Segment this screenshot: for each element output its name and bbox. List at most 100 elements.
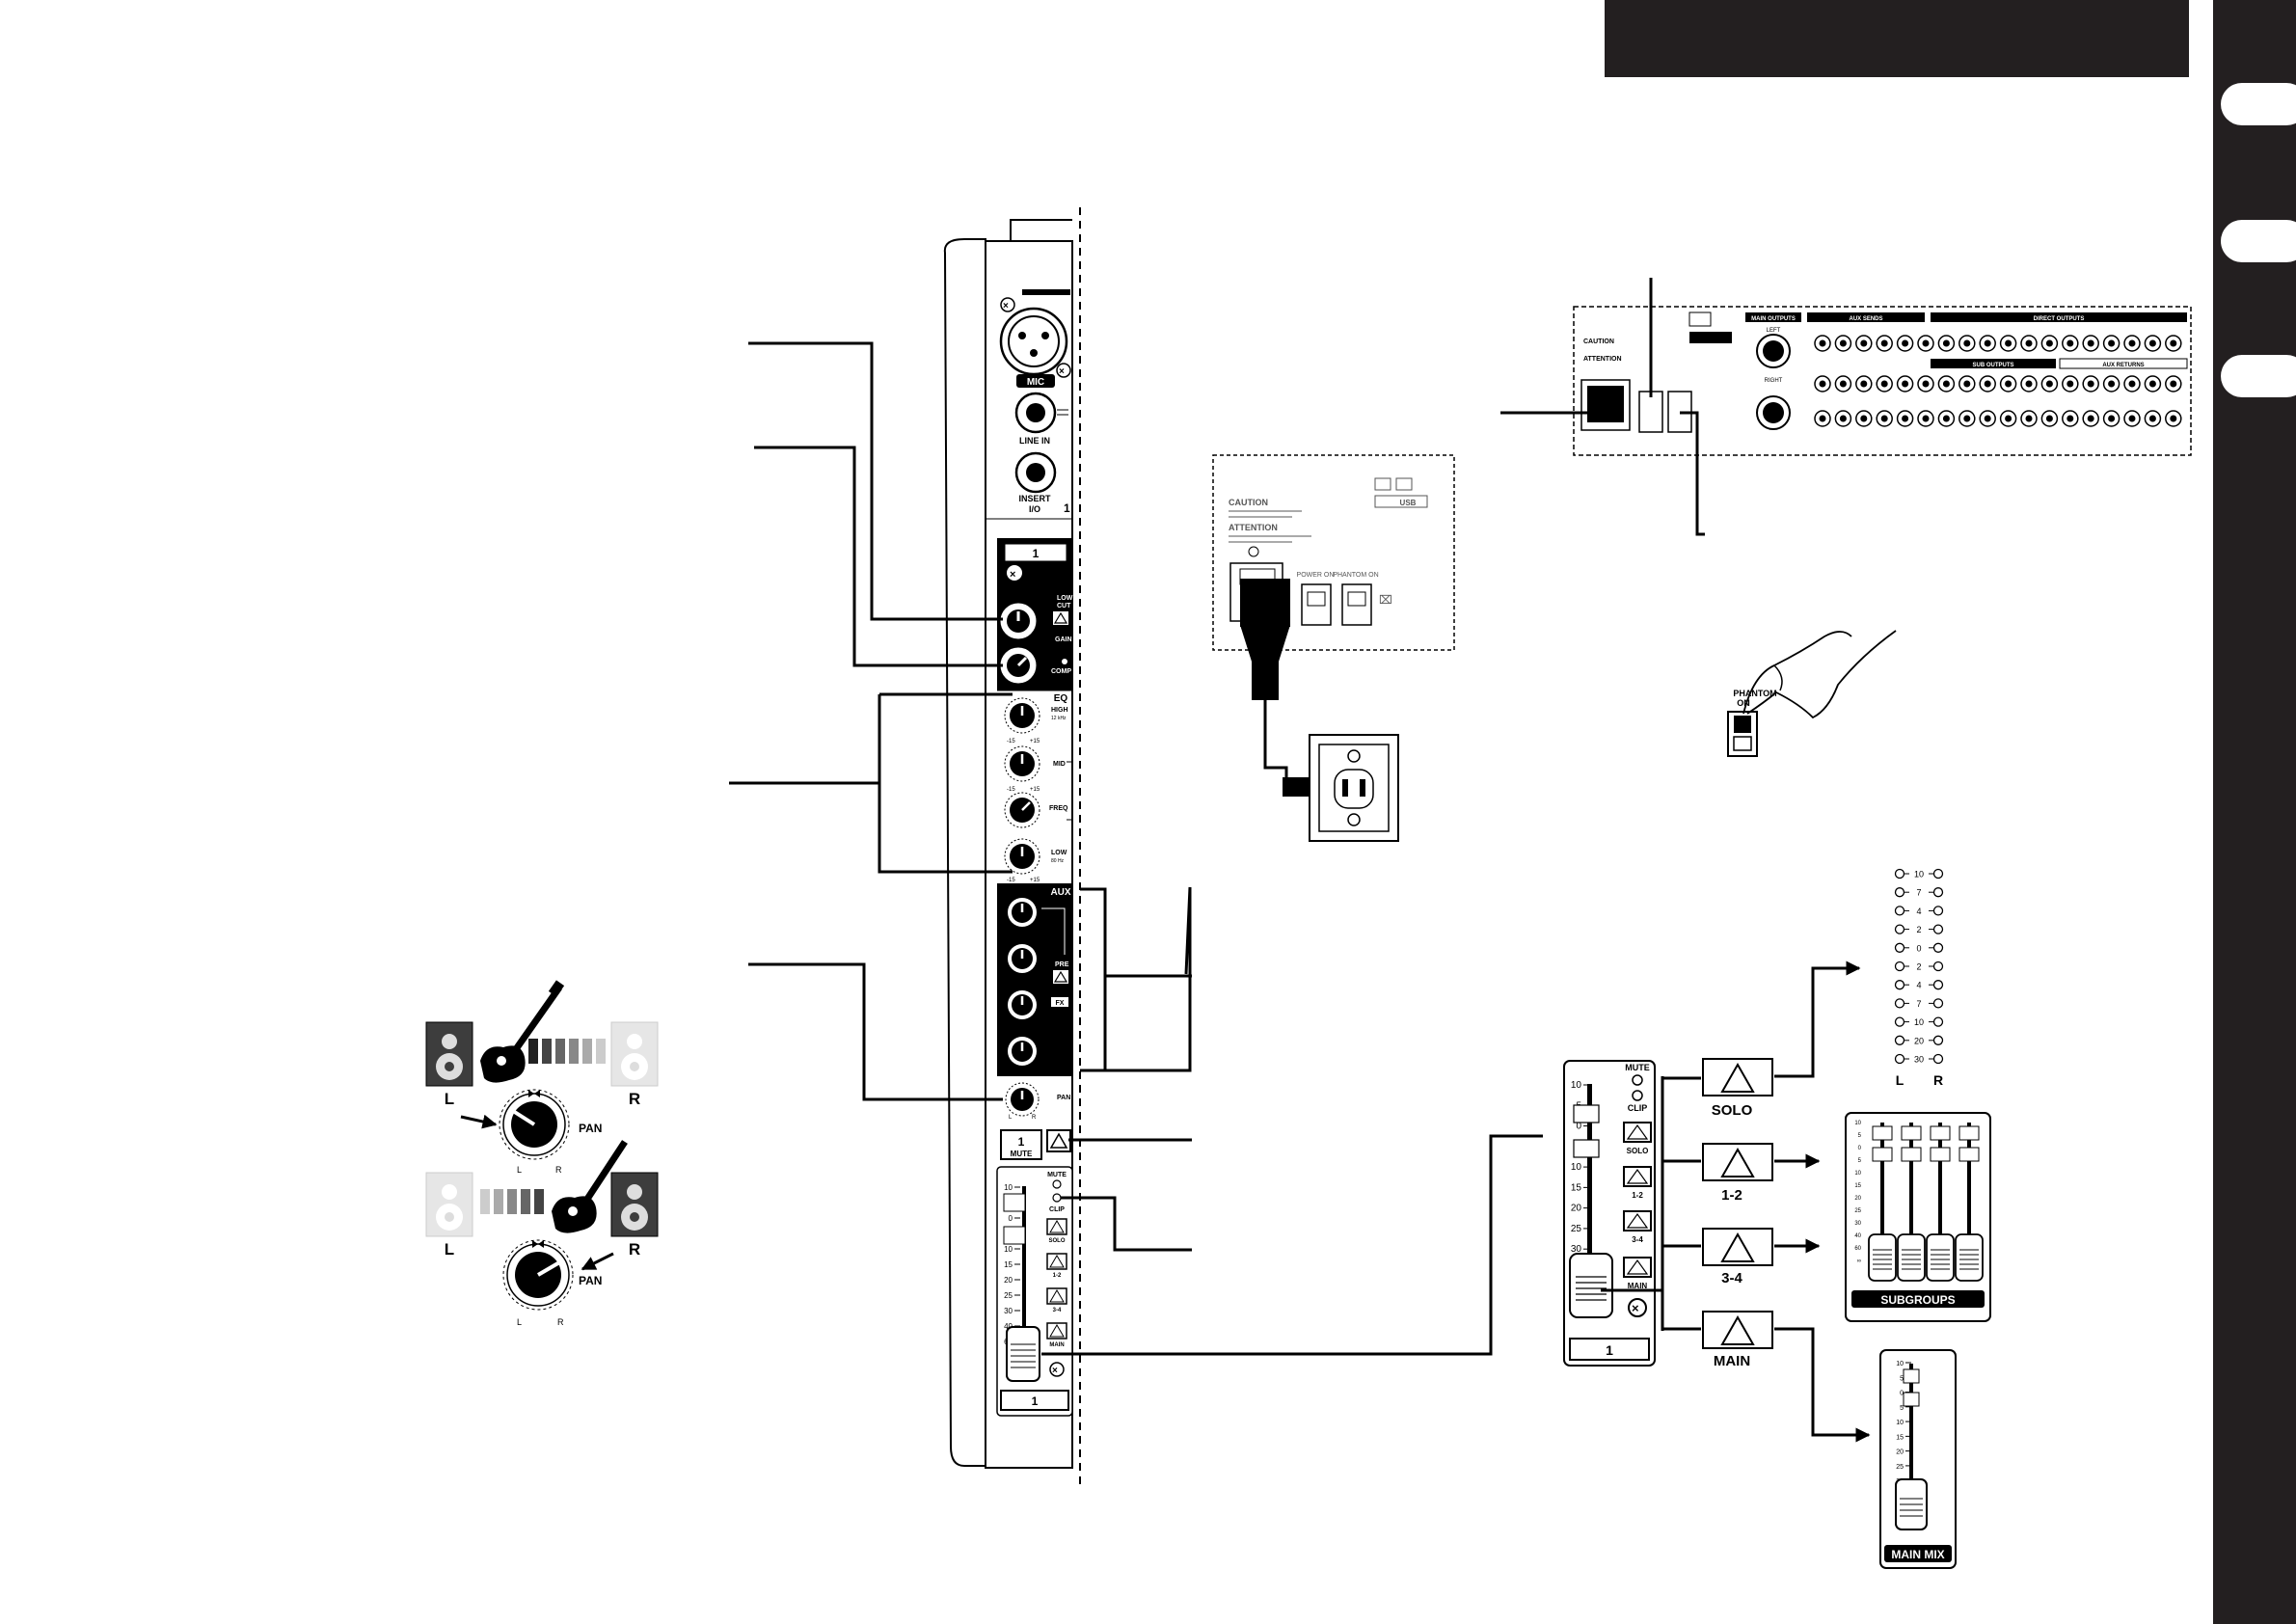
meter-level-label: 10 [1914,870,1924,880]
pan-illustration: L R PAN L R L R [425,980,659,1327]
strip-sub12-button[interactable] [1046,1253,1067,1270]
meter-led-right [1932,906,1944,916]
rear-power-switch[interactable] [1638,391,1663,433]
strip-main-button[interactable] [1046,1322,1067,1340]
fader-scale-tick: 25 [1896,1464,1904,1471]
subgroup-fader-marker [1901,1125,1922,1141]
svg-text:R: R [629,1240,640,1259]
eq-mid-label: MID [1053,761,1066,768]
subgroup-fader-cap[interactable] [1955,1233,1984,1282]
subgroup-fader-cap[interactable] [1926,1233,1955,1282]
channel-strip: × × MIC LINE IN INSERT I/O 1 1 × LOW CUT [943,207,1081,1485]
meter-led-right [1932,998,1944,1009]
svg-text:L: L [445,1240,454,1259]
rear-attention-label: ATTENTION [1583,356,1622,363]
fader-track [1022,1186,1026,1373]
meter-led-left [1894,1016,1905,1027]
rear-jack-hole [1860,415,1868,422]
aux-pre-button[interactable] [1053,970,1068,984]
rear-jack-hole [2025,380,2033,388]
insert-io-label: I/O [1029,504,1040,514]
meter-level-label: 4 [1916,981,1921,990]
svg-text:MAIN: MAIN [1628,1282,1648,1290]
subgroup-fader-cap[interactable] [1868,1233,1897,1282]
svg-text:L: L [517,1317,522,1327]
routing-fader-cap[interactable] [1569,1253,1613,1318]
gain-label: GAIN [1055,636,1072,643]
rear-jack-hole [2066,415,2074,422]
routing-clip-label: CLIP [1628,1103,1648,1113]
svg-text:×: × [1059,366,1065,377]
meter-led-left [1894,980,1905,990]
fader-scale-tick: 0 [1009,1214,1013,1223]
meter-level-label: 4 [1916,907,1921,916]
svg-text:SOLO: SOLO [1627,1147,1649,1155]
line-in-label: LINE IN [1019,436,1050,446]
rear-jack-hole [2045,380,2053,388]
svg-text:×: × [1010,569,1015,581]
side-tab-3[interactable] [2221,355,2296,397]
svg-text:1-2: 1-2 [1053,1273,1062,1279]
clip-led [1052,1193,1062,1203]
subgroup-scale-tick: 15 [1854,1183,1861,1189]
svg-text:LEFT: LEFT [1767,328,1781,334]
rear-jack-hole [1880,415,1888,422]
subgroup-scale-tick: 5 [1858,1158,1862,1164]
fader-cap[interactable] [1006,1326,1040,1382]
rear-jack-hole [2170,380,2177,388]
subgroup-scale-tick: 30 [1854,1221,1861,1227]
meter-level-label: 2 [1916,925,1921,934]
subgroup-scale-tick: 0 [1858,1146,1862,1151]
strip-solo-button[interactable] [1046,1218,1067,1235]
fader-scale-tick: 30 [1004,1307,1013,1315]
routing-solo-button[interactable] [1702,1058,1773,1096]
meter-level-label: 7 [1916,888,1921,898]
rear-sub-outputs-label: SUB OUTPUTS [1972,363,2013,368]
meter-level-label: 20 [1914,1036,1924,1045]
meter-led-left [1894,887,1905,898]
rear-jack-hole [1922,415,1930,422]
mute-button[interactable] [1000,1129,1042,1160]
fader-scale-tick: 20 [1896,1449,1904,1456]
svg-text:-15: -15 [1007,878,1015,883]
rear-jack-hole [1839,339,1847,347]
fader-scale-tick: 25 [1004,1291,1013,1300]
power-connection-panel: CAUTION ATTENTION USB POWER ON PHANTOM O… [1212,454,1455,842]
channel-number-top: 1 [1064,501,1070,515]
svg-text:L: L [517,1165,522,1175]
pan-speaker-left-label: L [445,1090,454,1108]
fader-scale-tick: 5 [1900,1405,1904,1412]
rear-jack-hole [2005,339,2012,347]
signal-bars-right-to-left [480,1189,544,1214]
channel-number-label: 1 [1033,547,1040,560]
meter-led-left [1894,998,1905,1009]
rear-jack-hole [2148,415,2156,422]
subgroup-fader-track [1967,1123,1971,1267]
fader-scale-tick: 10 [1896,1420,1904,1426]
svg-text:L: L [1009,1115,1013,1121]
fader-scale-tick: 20 [1004,1276,1013,1285]
svg-text:⌧: ⌧ [1379,593,1392,607]
meter-led-right [1932,1016,1944,1027]
low-cut-button[interactable] [1053,611,1068,625]
insert-label: INSERT [1018,494,1051,503]
meter-right-label: R [1933,1072,1943,1088]
subgroup-fader-cap[interactable] [1897,1233,1926,1282]
subgroup-scale-tick: ∞ [1857,1259,1861,1264]
routing-sub34-label: 3-4 [1721,1270,1742,1286]
rear-jack-hole [2170,339,2177,347]
rear-jack-hole [2170,415,2177,422]
meter-led-right [1932,868,1944,880]
svg-text:R: R [1032,1115,1037,1121]
strip-sub34-button[interactable] [1046,1287,1067,1305]
svg-text:80 Hz: 80 Hz [1051,858,1065,864]
side-tab-2[interactable] [2221,220,2296,262]
rear-jack-hole [2045,339,2053,347]
rear-jack-hole [1963,380,1971,388]
rear-jack-hole [2108,339,2116,347]
side-tab-1[interactable] [2221,83,2296,125]
subgroup-fader-marker [1958,1147,1980,1162]
subgroup-fader-track [1938,1123,1942,1267]
